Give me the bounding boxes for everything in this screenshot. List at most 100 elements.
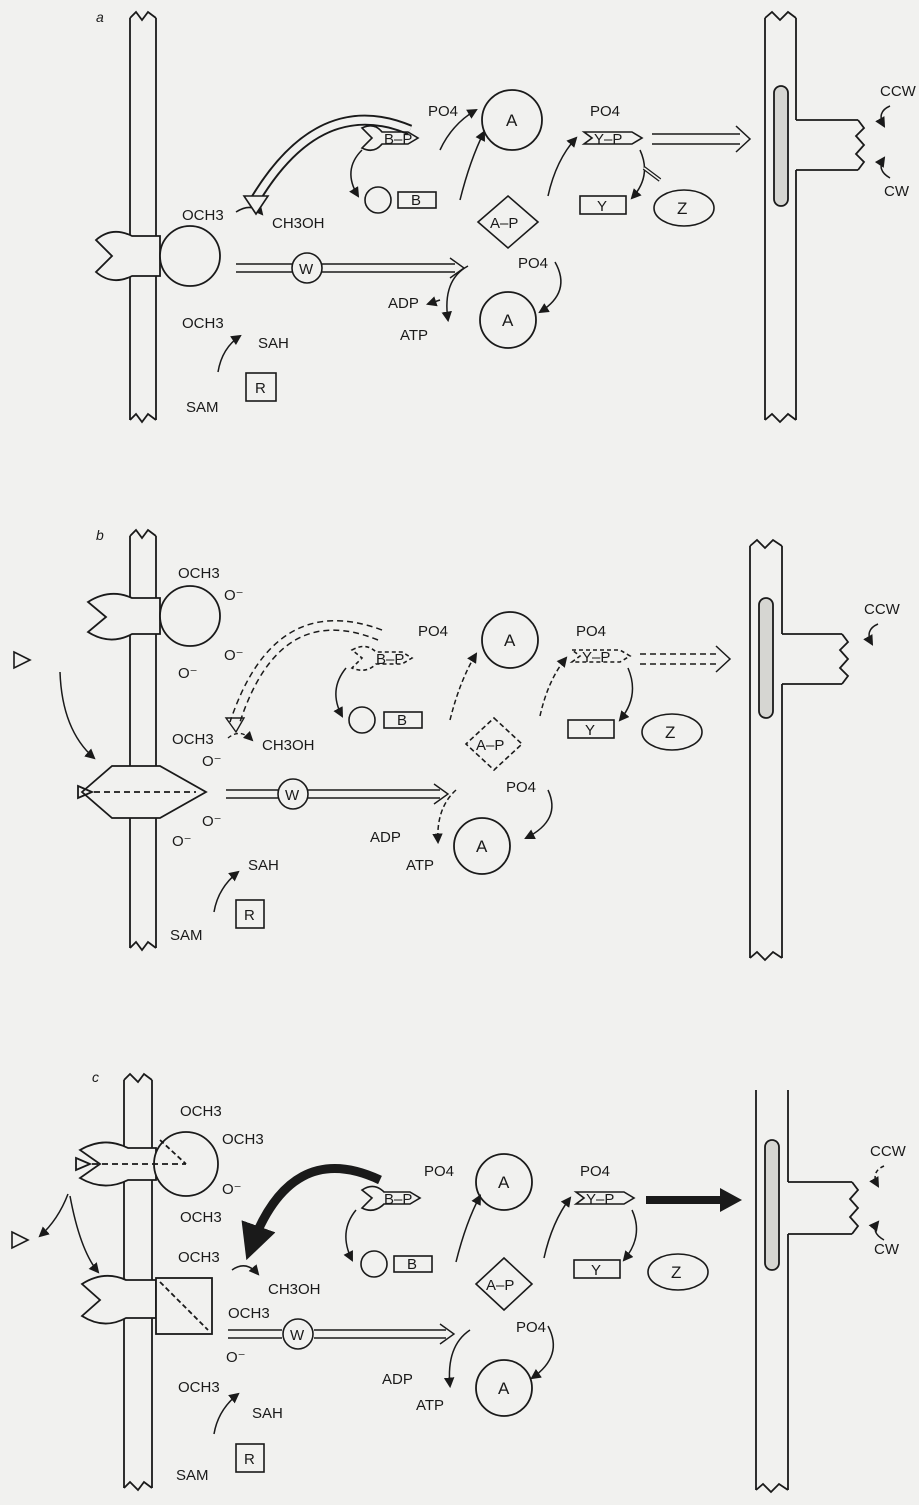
z-label-b: Z [665, 723, 675, 742]
charge-2-b: O⁻ [224, 647, 244, 664]
bp-label-b: B–P [376, 651, 404, 668]
charge-5-b: O⁻ [202, 813, 222, 830]
b-label-a: B [411, 192, 421, 209]
ap-po4-b: PO4 [506, 779, 536, 796]
sam-c: SAM [176, 1467, 209, 1484]
yp-po4-b: PO4 [576, 623, 606, 640]
och3-4-c: OCH3 [178, 1249, 220, 1266]
panel-letter-b: b [96, 527, 104, 543]
panel-letter-a: a [96, 9, 104, 25]
charge-2-c: O⁻ [226, 1349, 246, 1366]
y-label-b: Y [585, 722, 595, 739]
charge-3-b: O⁻ [178, 665, 198, 682]
adp-b: ADP [370, 829, 401, 846]
r-label-b: R [244, 907, 255, 924]
b-label-c: B [407, 1256, 417, 1273]
receptor-b-upper [88, 586, 220, 646]
b-node-a [365, 187, 391, 213]
z-label-c: Z [671, 1263, 681, 1282]
sah-a: SAH [258, 335, 289, 352]
membrane-b [130, 530, 156, 950]
motor-a [765, 12, 864, 422]
atp-c: ATP [416, 1397, 444, 1414]
och3-2-c: OCH3 [222, 1131, 264, 1148]
yp-label-b: Y–P [582, 649, 610, 666]
sah-b: SAH [248, 857, 279, 874]
panel-letter-c: c [92, 1069, 99, 1085]
y-label-c: Y [591, 1262, 601, 1279]
ap-label-c: A–P [486, 1277, 514, 1294]
a-bottom-label-a: A [502, 311, 514, 330]
bp-po4-a: PO4 [428, 103, 458, 120]
membrane-a [130, 12, 156, 422]
a-top-label-b: A [504, 631, 516, 650]
och3-6-c: OCH3 [178, 1379, 220, 1396]
receptor-c-lower [82, 1276, 212, 1334]
a-top-label-a: A [506, 111, 518, 130]
charge-1-c: O⁻ [222, 1181, 242, 1198]
methanol-c: CH3OH [268, 1281, 321, 1298]
b-node-c [361, 1251, 387, 1277]
ap-label-b: A–P [476, 737, 504, 754]
ccw-b: CCW [864, 601, 901, 618]
motor-b [750, 540, 848, 960]
attractant-icon-b [14, 652, 30, 668]
methanol-b: CH3OH [262, 737, 315, 754]
w-signal-a [236, 258, 464, 278]
a-bottom-label-b: A [476, 837, 488, 856]
bp-po4-c: PO4 [424, 1163, 454, 1180]
panel-b: b OCH3 O⁻ O⁻ O⁻ OCH3 O⁻ O⁻ O⁻ CH3OH [14, 527, 901, 960]
methanol-a: CH3OH [272, 215, 325, 232]
ap-po4-c: PO4 [516, 1319, 546, 1336]
bp-po4-b: PO4 [418, 623, 448, 640]
och3-upper-b: OCH3 [178, 565, 220, 582]
ccw-a: CCW [880, 83, 917, 100]
bp-label-a: B–P [384, 131, 412, 148]
adp-a: ADP [388, 295, 419, 312]
a-top-label-c: A [498, 1173, 510, 1192]
yp-po4-a: PO4 [590, 103, 620, 120]
receptor-b-lower [78, 766, 206, 818]
cw-a: CW [884, 183, 910, 200]
sah-c: SAH [252, 1405, 283, 1422]
w-signal-c [228, 1324, 454, 1344]
attractant-icon-c [12, 1232, 28, 1248]
bp-label-c: B–P [384, 1191, 412, 1208]
w-label-b: W [285, 787, 300, 804]
b-node-b [349, 707, 375, 733]
och3-5-c: OCH3 [228, 1305, 270, 1322]
och3-3-c: OCH3 [180, 1209, 222, 1226]
w-label-a: W [299, 261, 314, 278]
b-label-b: B [397, 712, 407, 729]
ap-label-a: A–P [490, 215, 518, 232]
och3-bottom-a: OCH3 [182, 315, 224, 332]
yp-label-c: Y–P [586, 1191, 614, 1208]
sam-a: SAM [186, 399, 219, 416]
receptor-a [96, 226, 220, 286]
och3-lower-b: OCH3 [172, 731, 214, 748]
ap-po4-a: PO4 [518, 255, 548, 272]
atp-b: ATP [406, 857, 434, 874]
charge-1-b: O⁻ [224, 587, 244, 604]
signal-arrow-a [652, 126, 750, 152]
a-bottom-label-c: A [498, 1379, 510, 1398]
z-label-a: Z [677, 199, 687, 218]
r-label-c: R [244, 1451, 255, 1468]
adp-c: ADP [382, 1371, 413, 1388]
receptor-c-upper [76, 1132, 218, 1196]
panel-c: c OCH3 OCH3 O⁻ OCH3 OCH3 OCH3 O⁻ [12, 1069, 907, 1492]
signal-arrow-b [640, 646, 730, 672]
panel-a: a OCH3 OCH3 CH3OH SAH SAM R [96, 9, 917, 422]
atp-a: ATP [400, 327, 428, 344]
feedback-arrow-c [250, 1169, 380, 1250]
yp-po4-c: PO4 [580, 1163, 610, 1180]
och3-1-c: OCH3 [180, 1103, 222, 1120]
charge-6-b: O⁻ [172, 833, 192, 850]
y-label-a: Y [597, 198, 607, 215]
yp-label-a: Y–P [594, 131, 622, 148]
w-label-c: W [290, 1327, 305, 1344]
sam-b: SAM [170, 927, 203, 944]
och3-top-a: OCH3 [182, 207, 224, 224]
ccw-c: CCW [870, 1143, 907, 1160]
